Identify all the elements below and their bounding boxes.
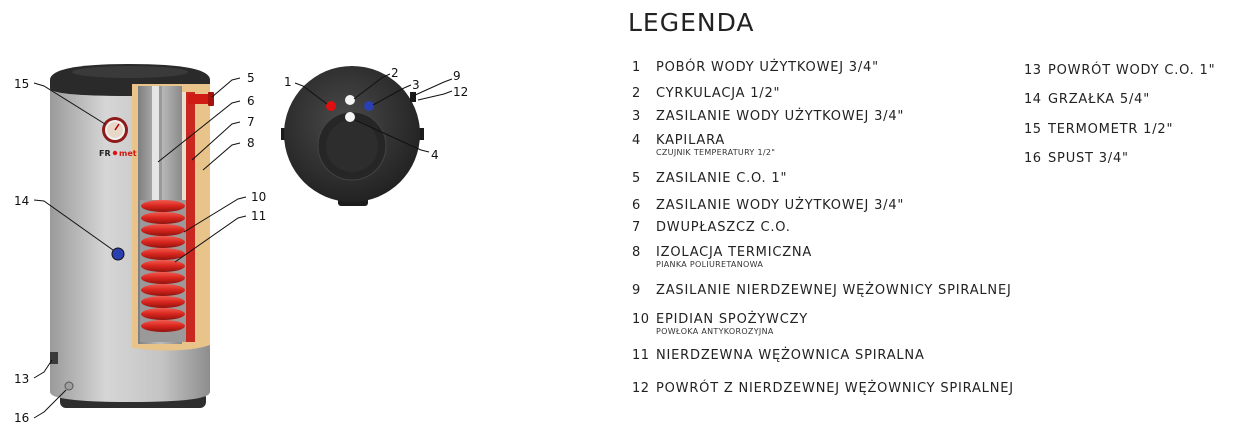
- thermometer-icon: [102, 117, 128, 143]
- legend-item-number: 1: [632, 60, 641, 75]
- legend-column-left: 1 POBÓR WODY UŻYTKOWEJ 3/4" 2 CYRKULACJA…: [632, 60, 1032, 410]
- legend-item-number: 8: [632, 245, 641, 260]
- callout-15: 15: [14, 77, 29, 91]
- callout-12: 12: [453, 85, 468, 99]
- legend-item: 15 TERMOMETR 1/2": [1024, 122, 1173, 137]
- legend-item-number: 9: [632, 283, 641, 298]
- legend-item-label: POWRÓT Z NIERDZEWNEJ WĘŻOWNICY SPIRALNEJ: [656, 381, 1014, 396]
- callout-1: 1: [284, 75, 292, 89]
- legend-item-label: DWUPŁASZCZ C.O.: [656, 220, 791, 235]
- legend-item-label: KAPILARA: [656, 133, 726, 148]
- legend-item: 2 CYRKULACJA 1/2": [632, 86, 780, 101]
- legend-item-sublabel: PIANKA POLIURETANOWA: [656, 260, 764, 269]
- legend-item: 9 ZASILANIE NIERDZEWNEJ WĘŻOWNICY SPIRAL…: [632, 283, 1012, 298]
- brand-logo-text: FR: [99, 149, 111, 158]
- callout-5: 5: [247, 71, 255, 85]
- legend-item-number: 16: [1024, 151, 1042, 166]
- legend-item: 12 POWRÓT Z NIERDZEWNEJ WĘŻOWNICY SPIRAL…: [632, 381, 1014, 396]
- callout-7: 7: [247, 115, 255, 129]
- legend-item-number: 6: [632, 198, 641, 213]
- legend-item-label: CYRKULACJA 1/2": [656, 86, 781, 101]
- legend-item-number: 3: [632, 109, 641, 124]
- legend-item: 13 POWRÓT WODY C.O. 1": [1024, 63, 1215, 78]
- legend-item-number: 12: [632, 381, 650, 396]
- boiler-top-view: [281, 66, 424, 206]
- legend-item: 10 EPIDIAN SPOŻYWCZY POWŁOKA ANTYKOROZYJ…: [632, 312, 808, 336]
- brand-logo-suffix: met: [119, 149, 137, 158]
- legend-item-number: 5: [632, 171, 641, 186]
- legend-item-sublabel: CZUJNIK TEMPERATURY 1/2": [656, 148, 776, 157]
- callout-16: 16: [14, 411, 29, 425]
- inner-pipe: [152, 86, 159, 236]
- legend-item-label: IZOLACJA TERMICZNA: [656, 245, 813, 260]
- double-jacket: [186, 92, 195, 342]
- callout-4: 4: [431, 148, 439, 162]
- callout-3: 3: [412, 78, 420, 92]
- legend-item-label: GRZAŁKA 5/4": [1048, 92, 1151, 107]
- legend-item-number: 14: [1024, 92, 1042, 107]
- callout-2: 2: [391, 66, 399, 80]
- legend-item: 7 DWUPŁASZCZ C.O.: [632, 220, 791, 235]
- return-port: [50, 352, 58, 364]
- hot-water-port: [326, 101, 336, 111]
- legend-column-right: 13 POWRÓT WODY C.O. 1" 14 GRZAŁKA 5/4" 1…: [1024, 63, 1229, 183]
- callout-11: 11: [251, 209, 266, 223]
- legend-item-sublabel: POWŁOKA ANTYKOROZYJNA: [656, 327, 774, 336]
- drain-port: [64, 381, 74, 391]
- cold-water-port: [364, 101, 374, 111]
- leader-lines: [33, 73, 453, 419]
- legend-item-number: 13: [1024, 63, 1042, 78]
- legend-item-label: POWRÓT WODY C.O. 1": [1048, 63, 1216, 78]
- legend-item-number: 4: [632, 133, 641, 148]
- callout-13: 13: [14, 372, 29, 386]
- legend-item-label: SPUST 3/4": [1048, 151, 1129, 166]
- legend-item-number: 15: [1024, 122, 1042, 137]
- legend-item: 4 KAPILARA CZUJNIK TEMPERATURY 1/2": [632, 133, 775, 157]
- callout-6: 6: [247, 94, 255, 108]
- legend-item-label: ZASILANIE C.O. 1": [656, 171, 788, 186]
- legend-item: 11 NIERDZEWNA WĘŻOWNICA SPIRALNA: [632, 348, 925, 363]
- circulation-port: [345, 95, 355, 105]
- legend-item-label: ZASILANIE WODY UŻYTKOWEJ 3/4": [656, 109, 905, 124]
- callout-10: 10: [251, 190, 266, 204]
- legend-item-number: 10: [632, 312, 650, 327]
- legend-item-label: NIERDZEWNA WĘŻOWNICA SPIRALNA: [656, 348, 925, 363]
- legend-item: 3 ZASILANIE WODY UŻYTKOWEJ 3/4": [632, 109, 904, 124]
- legend-item: 6 ZASILANIE WODY UŻYTKOWEJ 3/4": [632, 198, 904, 213]
- spiral-coil: [140, 200, 186, 342]
- legend-title: LEGENDA: [628, 8, 755, 37]
- legend-item-label: POBÓR WODY UŻYTKOWEJ 3/4": [656, 60, 879, 75]
- heating-inlet-port: [188, 94, 212, 104]
- legend-item: 1 POBÓR WODY UŻYTKOWEJ 3/4": [632, 60, 879, 75]
- legend-item-number: 7: [632, 220, 641, 235]
- legend-item-number: 2: [632, 86, 641, 101]
- callout-14: 14: [14, 194, 29, 208]
- legend-item-label: EPIDIAN SPOŻYWCZY: [656, 312, 809, 327]
- boiler-diagram: FR met: [14, 64, 468, 425]
- legend-item: 5 ZASILANIE C.O. 1": [632, 171, 787, 186]
- legend-item-label: ZASILANIE WODY UŻYTKOWEJ 3/4": [656, 198, 905, 213]
- legend-item: 14 GRZAŁKA 5/4": [1024, 92, 1150, 107]
- brand-logo: FR met: [99, 149, 137, 158]
- legend-item-label: ZASILANIE NIERDZEWNEJ WĘŻOWNICY SPIRALNE…: [656, 283, 1012, 298]
- callout-8: 8: [247, 136, 255, 150]
- callout-9: 9: [453, 69, 461, 83]
- heater-port: [111, 247, 125, 261]
- legend-item-label: TERMOMETR 1/2": [1048, 122, 1174, 137]
- legend-item: 16 SPUST 3/4": [1024, 151, 1129, 166]
- tank-top-ring: [72, 66, 188, 78]
- legend-item: 8 IZOLACJA TERMICZNA PIANKA POLIURETANOW…: [632, 245, 812, 269]
- legend-item-number: 11: [632, 348, 650, 363]
- callout-numbers: 15 14 13 16 5 6 7 8 10 11 1 2 3 4 9 12: [14, 66, 468, 425]
- capillary-port: [345, 112, 355, 122]
- boiler-tank: FR met: [50, 64, 214, 408]
